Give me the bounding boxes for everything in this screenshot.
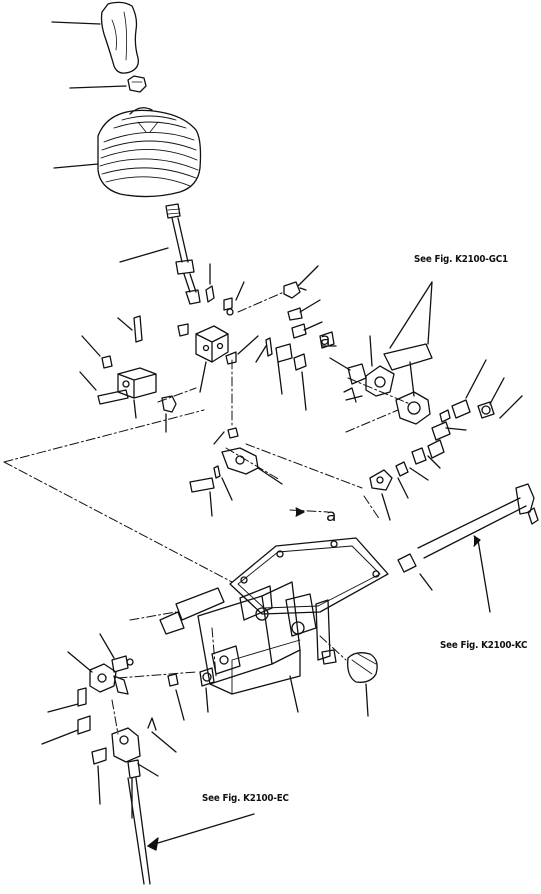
base-detail-parts <box>168 653 377 720</box>
long-rod <box>398 484 538 612</box>
reference-label-gc1: See Fig. K2100-GC1 <box>414 254 508 265</box>
lower-rod <box>128 778 254 884</box>
left-pivot-bracket <box>80 316 176 432</box>
reference-label-kc: See Fig. K2100-KC <box>440 640 528 651</box>
lower-left-clevis <box>42 634 176 818</box>
center-small-parts <box>190 428 282 516</box>
callout-arrows <box>296 346 336 516</box>
hex-nut <box>128 76 146 92</box>
base-bracket <box>160 538 388 712</box>
lever-shaft <box>166 204 200 304</box>
rubber-boot <box>98 108 201 197</box>
reference-label-ec: See Fig. K2100-EC <box>202 793 289 804</box>
leader-lines <box>52 22 168 262</box>
mid-right-parts <box>256 266 334 410</box>
right-linkage <box>330 282 522 520</box>
lever-knob <box>102 2 139 73</box>
swivel-block <box>178 324 258 392</box>
small-pins <box>206 264 244 315</box>
connector-callout-upper: a <box>320 330 331 350</box>
connector-callout-lower: a <box>326 506 337 526</box>
